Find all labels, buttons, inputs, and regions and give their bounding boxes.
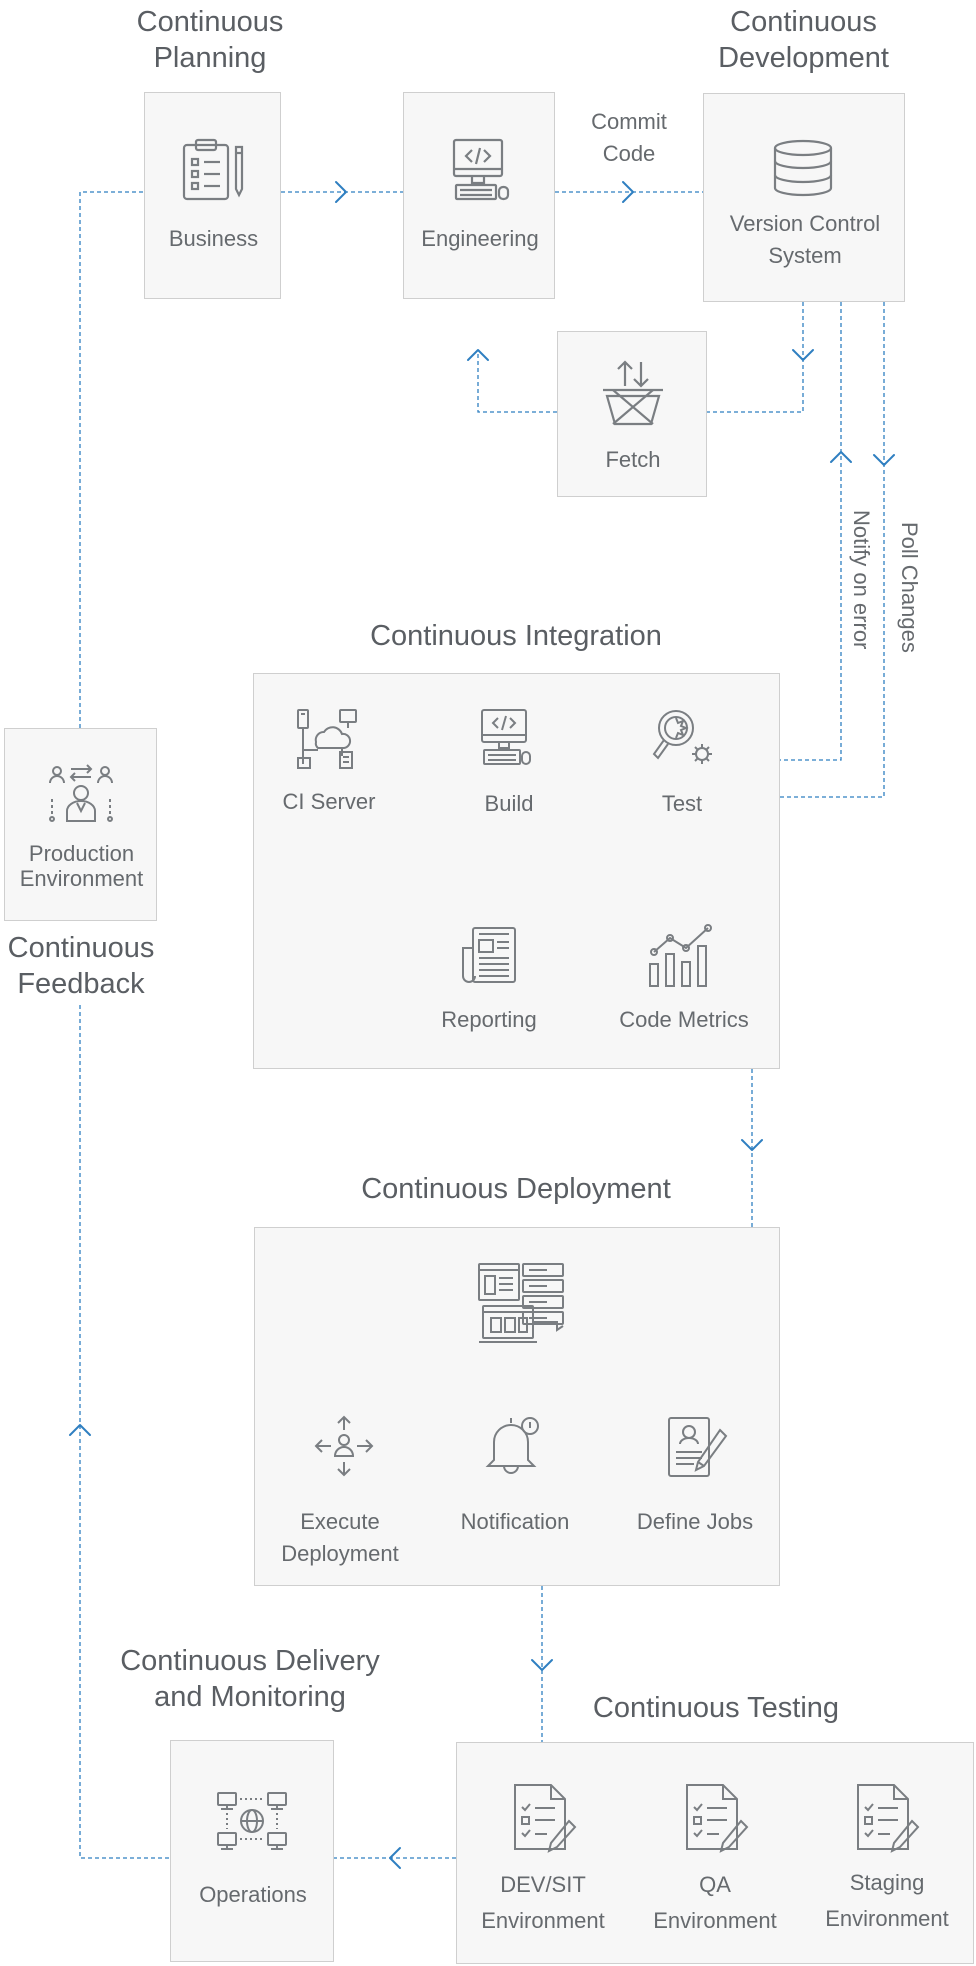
dev-sit-label: DEV/SIT Environment (481, 1872, 605, 1933)
stage-title-testing: Continuous Testing (592, 1692, 840, 1724)
vcs-label: Version Control System (729, 211, 881, 268)
ci-server-label: CI Server (282, 789, 376, 814)
vcs-box[interactable]: Version Control System (703, 93, 905, 302)
operations-label: Operations (199, 1882, 307, 1907)
fetch-box[interactable]: Fetch (557, 331, 707, 497)
business-box[interactable]: Business (144, 92, 281, 299)
notification-bell-icon (484, 1414, 544, 1478)
operations-box[interactable]: Operations (170, 1740, 334, 1962)
notification-label: Notification (460, 1509, 570, 1534)
deployment-servers-icon (477, 1262, 567, 1352)
people-exchange-icon (49, 763, 113, 825)
stage-title-integration: Continuous Integration (370, 620, 662, 652)
staging-label: Staging Environment (825, 1870, 949, 1931)
test-magnifier-icon (650, 706, 716, 770)
edge-label-commit-code: Commit Code (591, 109, 667, 166)
reporting-newspaper-icon (459, 926, 519, 986)
build-computer-icon (479, 708, 531, 768)
edge-label-poll-changes: Poll Changes (897, 522, 922, 653)
qa-checklist-icon (683, 1781, 749, 1853)
code-metrics-chart-icon (646, 924, 716, 988)
production-environment-label: Production Environment (19, 841, 144, 891)
testing-box[interactable]: DEV/SIT Environment QA Environment Stagi… (456, 1742, 974, 1964)
network-globe-icon (216, 1789, 288, 1859)
computer-icon (450, 137, 512, 203)
stage-title-development: Continuous Development (718, 6, 889, 74)
edge-label-notify-on-error: Notify on error (849, 510, 874, 650)
clipboard-icon (180, 137, 246, 201)
build-label: Build (484, 791, 534, 816)
stage-title-delivery: Continuous Delivery and Monitoring (120, 1645, 380, 1713)
stage-title-deployment: Continuous Deployment (361, 1173, 671, 1205)
deployment-box[interactable]: Execute Deployment Notification Define J… (254, 1227, 780, 1586)
code-metrics-label: Code Metrics (619, 1007, 749, 1032)
reporting-label: Reporting (441, 1007, 537, 1032)
database-icon (770, 138, 836, 200)
staging-checklist-icon (854, 1781, 920, 1853)
ci-server-icon (294, 708, 364, 770)
basket-icon (601, 358, 665, 428)
business-label: Business (168, 226, 259, 251)
fetch-label: Fetch (605, 447, 661, 472)
dev-sit-checklist-icon (511, 1781, 577, 1853)
engineering-label: Engineering (421, 226, 539, 251)
stage-title-planning: Continuous Planning (136, 6, 284, 74)
production-environment-box[interactable]: Production Environment (4, 728, 157, 921)
integration-box[interactable]: CI Server Build Test (253, 673, 780, 1069)
test-label: Test (661, 791, 703, 816)
execute-deployment-label: Execute Deployment (281, 1509, 399, 1566)
engineering-box[interactable]: Engineering (403, 92, 555, 299)
qa-label: QA Environment (653, 1872, 777, 1933)
execute-deployment-arrows-icon (313, 1414, 375, 1478)
stage-title-feedback: Continuous Feedback (0, 930, 162, 1002)
define-jobs-document-icon (666, 1416, 730, 1480)
define-jobs-label: Define Jobs (636, 1509, 754, 1534)
